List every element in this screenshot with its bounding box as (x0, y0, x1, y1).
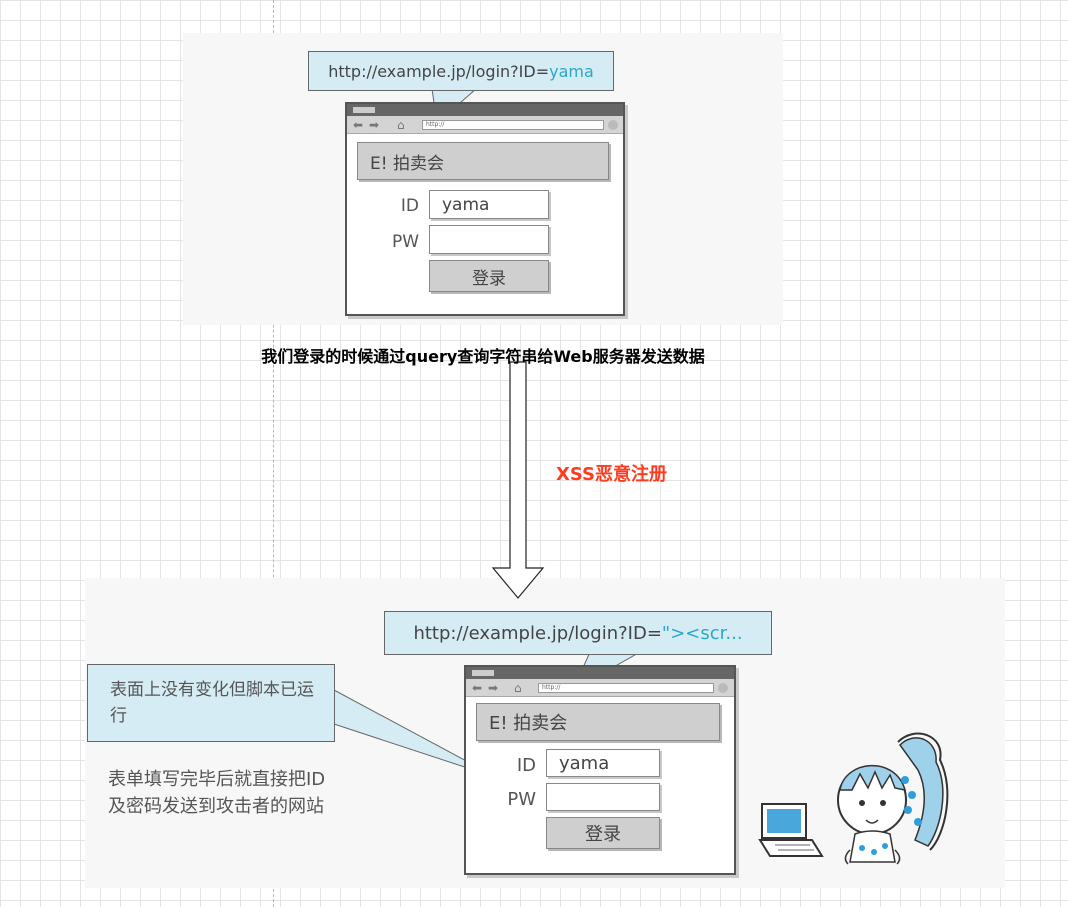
character-icon (837, 732, 949, 865)
back-arrow-icon[interactable]: ⬅ (353, 118, 364, 132)
bottom-pw-label: PW (507, 789, 536, 810)
top-site-title: E! 拍卖会 (357, 142, 609, 180)
top-url-bubble: http://example.jp/login?ID=yama (308, 51, 614, 91)
top-url-prefix: http://example.jp/login?ID= (328, 61, 550, 81)
note-bubble: 表面上没有变化但脚本已运行 (87, 664, 335, 742)
bottom-id-input[interactable]: yama (546, 749, 660, 777)
caption-text: 我们登录的时候通过query查询字符串给Web服务器发送数据 (261, 347, 705, 366)
forward-arrow-icon[interactable]: ➡ (369, 118, 380, 132)
top-address-bar[interactable]: http:// (422, 120, 604, 130)
bottom-site-title: E! 拍卖会 (476, 703, 720, 741)
down-arrow (491, 361, 545, 599)
bottom-browser-toolbar: ⬅ ➡ ⌂ http:// (466, 679, 734, 697)
bottom-url-value: "><scr... (661, 622, 743, 644)
bottom-address-bar[interactable]: http:// (538, 683, 714, 693)
bottom-browser-tab (472, 670, 494, 676)
top-url-value: yama (549, 61, 594, 81)
top-pw-label: PW (391, 232, 419, 252)
top-browser-toolbar: ⬅ ➡ ⌂ http:// (347, 116, 623, 134)
top-browser-window: ⬅ ➡ ⌂ http:// E! 拍卖会 ID yama PW 登录 (345, 102, 625, 316)
xss-arrow-label: XSS恶意注册 (556, 464, 667, 485)
top-go-icon[interactable] (608, 120, 618, 130)
top-browser-tab (353, 107, 375, 113)
bottom-url-prefix: http://example.jp/login?ID= (413, 622, 662, 644)
bottom-pw-input[interactable] (546, 783, 660, 811)
forward-arrow-icon[interactable]: ➡ (488, 681, 499, 695)
bottom-go-icon[interactable] (718, 683, 728, 693)
top-login-button[interactable]: 登录 (429, 260, 549, 292)
top-browser-titlebar (347, 104, 623, 116)
attack-description: 表单填写完毕后就直接把ID及密码发送到攻击者的网站 (108, 769, 326, 817)
bottom-browser-window: ⬅ ➡ ⌂ http:// E! 拍卖会 ID yama PW 登录 (464, 665, 736, 875)
home-icon[interactable]: ⌂ (397, 118, 405, 132)
top-pw-input[interactable] (429, 225, 549, 254)
top-id-label: ID (400, 196, 419, 216)
laptop-icon (758, 803, 824, 857)
bottom-url-bubble: http://example.jp/login?ID="><scr... (384, 611, 772, 655)
bottom-login-button[interactable]: 登录 (546, 817, 660, 849)
back-arrow-icon[interactable]: ⬅ (472, 681, 483, 695)
dashed-guide-line (273, 0, 274, 907)
bottom-browser-titlebar (466, 667, 734, 679)
bottom-id-label: ID (516, 755, 536, 776)
top-id-input[interactable]: yama (429, 190, 549, 219)
home-icon[interactable]: ⌂ (514, 681, 522, 695)
